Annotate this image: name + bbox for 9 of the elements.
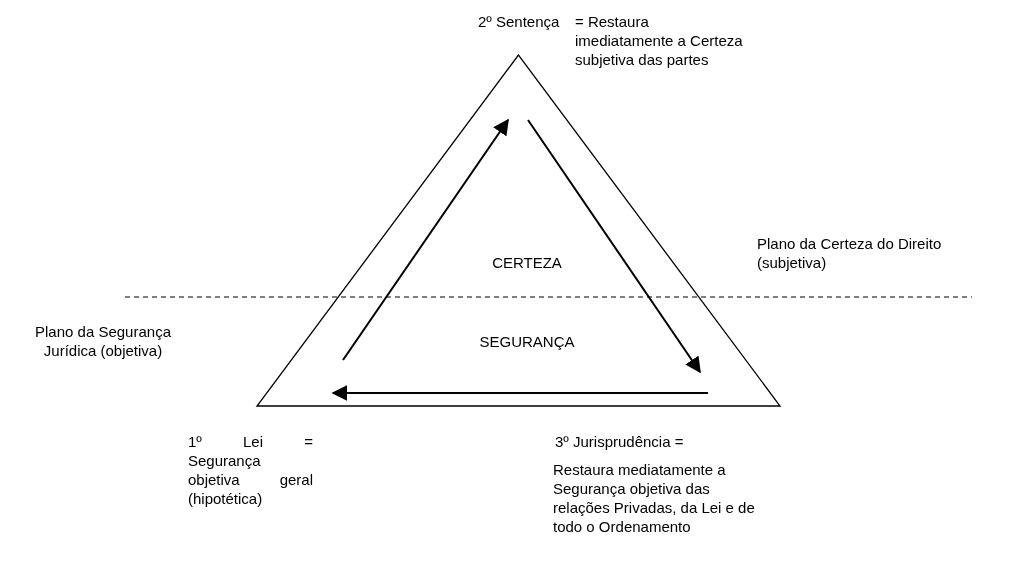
zone-label: SEGURANÇA xyxy=(478,332,576,351)
zone-label: CERTEZA xyxy=(491,253,563,272)
annotation-text: 1º Lei = Segurança objetiva geral (hipotética) xyxy=(188,432,313,508)
annotation-text: 2º Sentença xyxy=(478,12,561,31)
annotation-text: Plano da Certeza do Direito (subjetiva) xyxy=(757,234,943,272)
annotation-text: Plano da Segurança Jurídica (objetiva) xyxy=(34,322,172,360)
annotation-text: Restaura mediatamente a Segurança objetiva das relações Privadas, da Lei e de todo o Ordenamento xyxy=(553,460,756,536)
annotation-text: = Restaura imediatamente a Certeza subjetiva das partes xyxy=(575,12,744,69)
annotation-text: 3º Jurisprudência = xyxy=(555,432,685,451)
